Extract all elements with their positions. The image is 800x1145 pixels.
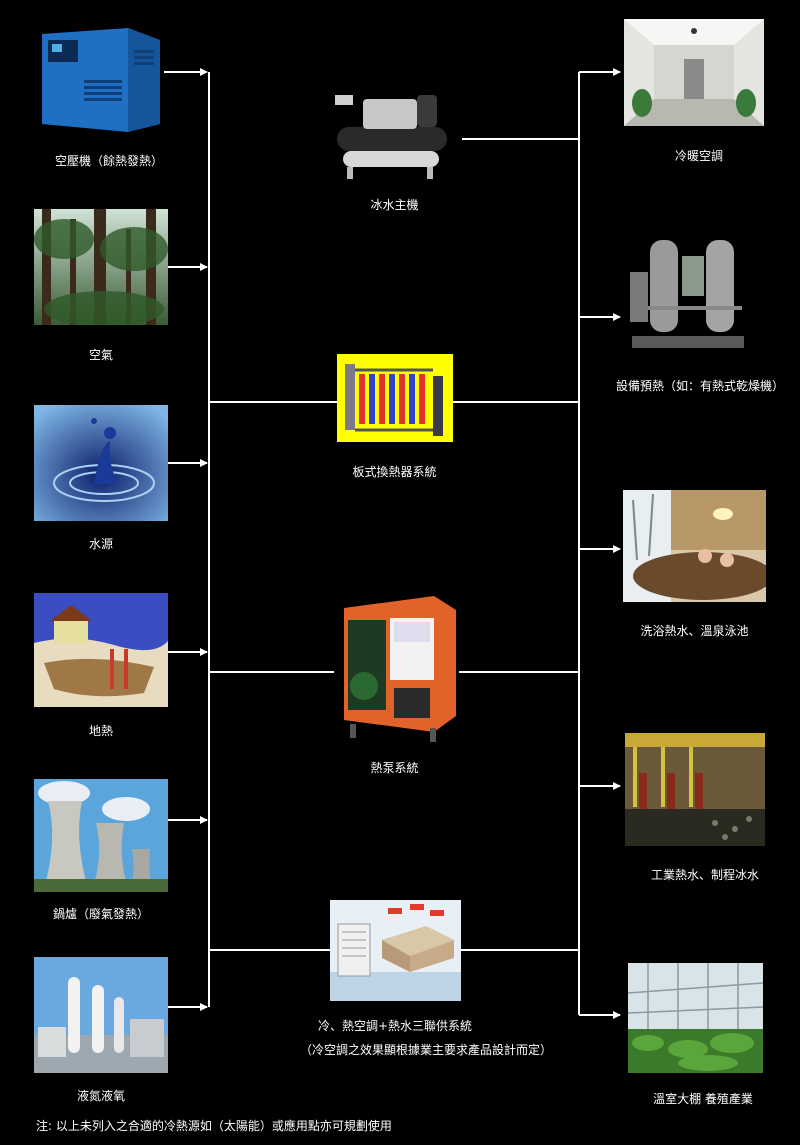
system-label-exchanger: 板式換熱器系統 [352,465,437,479]
gas-tank-photo [34,957,168,1073]
source-label-water: 水源 [88,537,113,551]
footnote: 注: 以上未列入之合適的冷熱源如（太陽能）或應用點亦可規劃使用 [36,1119,392,1133]
app-label-industrial: 工業熱水、制程冰水 [650,868,759,882]
source-label-geothermal: 地熱 [88,724,113,738]
hot-spring-photo [623,490,766,602]
water-chiller-photo [327,87,462,182]
forest-photo [34,209,168,325]
source-label-boiler: 鍋爐（廢氣發熱） [52,907,149,921]
system-label-chiller: 冰水主機 [370,198,419,212]
app-label-preheat: 設備預熱（如：有熱式乾燥機） [615,379,784,393]
source-label-air: 空氣 [88,348,113,362]
source-label-compressor: 空壓機（餘熱發熱） [54,154,163,168]
app-label-greenhouse: 溫室大棚 養殖產業 [653,1092,753,1106]
system-label-heatpump: 熱泵系統 [370,761,419,775]
source-label-nitrogen: 液氮液氧 [76,1089,125,1103]
office-interior-photo [624,19,764,126]
geothermal-photo [34,593,168,707]
system-sublabel-triple: （冷空調之效果顯根據業主要求產品設計而定） [300,1043,553,1057]
greenhouse-photo [628,963,763,1073]
heat-pump-unit-photo [334,590,459,745]
app-label-aircon: 冷暖空調 [674,149,723,163]
cooling-tower-photo [34,779,168,892]
triple-supply-system-photo [330,900,461,1001]
plate-heat-exchanger-diagram [337,354,453,442]
industrial-tank-photo [625,733,765,846]
app-label-bath: 洗浴熱水、溫泉泳池 [640,624,749,638]
air-compressor-photo [34,20,164,132]
water-splash-photo [34,405,168,521]
system-label-triple: 冷、熱空調+熱水三聯供系統 [317,1019,473,1033]
dryer-equipment-photo [622,226,752,355]
